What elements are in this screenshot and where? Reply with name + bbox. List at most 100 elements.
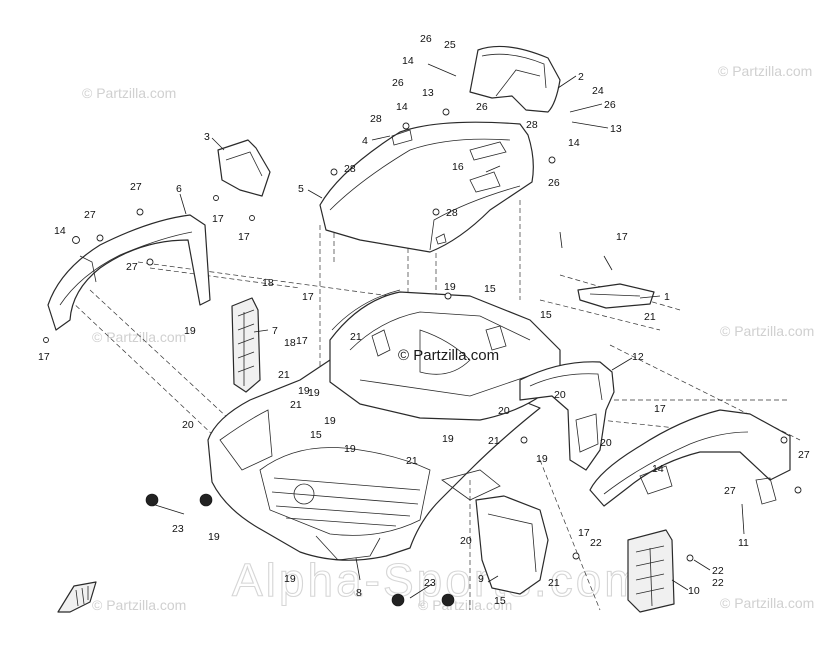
grommet-23-left-a <box>145 493 159 507</box>
part-12-right-fender <box>519 361 615 471</box>
callout-26-c: 26 <box>476 101 488 113</box>
callout-13-top: 13 <box>422 87 434 99</box>
callout-17-c: 17 <box>616 231 628 243</box>
callout-28-b: 28 <box>526 119 538 131</box>
callout-21-g: 21 <box>290 399 302 411</box>
callout-22-a: 22 <box>590 537 602 549</box>
watermark-top-right: © Partzilla.com <box>718 63 812 79</box>
callout-22-b: 22 <box>712 565 724 577</box>
callout-18-b: 18 <box>284 337 296 349</box>
clip-27-d <box>780 436 788 444</box>
callout-28-a: 28 <box>370 113 382 125</box>
callout-labels: 1 2 3 4 5 6 7 8 9 10 11 12 13 13 14 14 1… <box>38 33 810 607</box>
callout-27-c: 27 <box>126 261 138 273</box>
callout-19-g: 19 <box>536 453 548 465</box>
callout-14-mid: 14 <box>396 101 408 113</box>
part-11-right-long-fender <box>589 409 791 507</box>
callout-15-top: 15 <box>484 283 496 295</box>
callout-21-d: 21 <box>488 435 500 447</box>
grommet-23-left-b <box>199 493 213 507</box>
callout-2: 2 <box>578 71 584 83</box>
callout-20-e: 20 <box>498 405 510 417</box>
callout-26-a: 26 <box>420 33 432 45</box>
clip-26-a <box>442 108 450 116</box>
callout-17-a: 17 <box>212 213 224 225</box>
callout-23-left: 23 <box>172 523 184 535</box>
watermark-layer: © Partzilla.com © Partzilla.com © Partzi… <box>82 63 814 613</box>
callout-12: 12 <box>632 351 644 363</box>
callout-26-e: 26 <box>548 177 560 189</box>
callout-21-f: 21 <box>548 577 560 589</box>
callout-6: 6 <box>176 183 182 195</box>
callout-17-b: 17 <box>238 231 250 243</box>
callout-20-c: 20 <box>600 437 612 449</box>
callout-4: 4 <box>362 135 368 147</box>
callout-11: 11 <box>738 537 749 549</box>
callout-15-bottom: 15 <box>494 595 506 607</box>
callout-17-e: 17 <box>38 351 50 363</box>
callout-27-e: 27 <box>724 485 736 497</box>
callout-27-d: 27 <box>798 449 810 461</box>
clip-17-c <box>43 337 49 343</box>
watermark-top-left: © Partzilla.com <box>82 85 176 101</box>
clip-22-b <box>686 554 694 562</box>
callout-27-a: 27 <box>130 181 142 193</box>
callout-19-f: 19 <box>442 433 454 445</box>
clip-27-a <box>136 208 144 216</box>
watermark-mid-right: © Partzilla.com <box>720 323 814 339</box>
callout-28-d: 28 <box>446 207 458 219</box>
callout-17-g: 17 <box>654 403 666 415</box>
callout-19-c: 19 <box>308 387 320 399</box>
part-7-left-grille <box>231 297 261 393</box>
callout-21-a: 21 <box>350 331 362 343</box>
part-10-right-grille <box>627 529 675 613</box>
callout-10: 10 <box>688 585 700 597</box>
watermark-bottom-right: © Partzilla.com <box>720 595 814 611</box>
callout-26-b: 26 <box>392 77 404 89</box>
callout-14-top: 14 <box>402 55 414 67</box>
callout-19-b: 19 <box>184 325 196 337</box>
callout-20-d: 20 <box>460 535 472 547</box>
watermark-mid-left: © Partzilla.com <box>92 329 186 345</box>
callout-22-c: 22 <box>712 577 724 589</box>
callout-26-d: 26 <box>604 99 616 111</box>
clip-19-a <box>444 292 452 300</box>
callout-17-h: 17 <box>578 527 590 539</box>
callout-5: 5 <box>298 183 304 195</box>
callout-17-d: 17 <box>302 291 314 303</box>
clip-17-b <box>249 215 255 221</box>
part-5-hood <box>319 121 534 253</box>
callout-13-right: 13 <box>610 123 622 135</box>
corner-arrow-emblem <box>57 581 97 613</box>
part-6-left-fender <box>47 214 211 331</box>
clip-26-b <box>548 156 556 164</box>
callout-24: 24 <box>592 85 604 97</box>
watermark-center: © Partzilla.com <box>398 347 499 364</box>
part-2-upper-cover <box>469 45 561 113</box>
callout-17-f: 17 <box>296 335 308 347</box>
callout-16: 16 <box>452 161 464 173</box>
callout-23-bottom: 23 <box>424 577 436 589</box>
callout-7: 7 <box>272 325 278 337</box>
callout-21-c: 21 <box>278 369 290 381</box>
callout-15-left: 15 <box>310 429 322 441</box>
callout-18-a: 18 <box>262 277 274 289</box>
clip-27-b <box>96 234 104 242</box>
watermark-bottom-left: © Partzilla.com <box>92 597 186 613</box>
grommet-23-bottom-a <box>391 593 405 607</box>
leader-lines <box>151 63 745 599</box>
fasteners <box>43 108 802 607</box>
callout-25: 25 <box>444 39 456 51</box>
callout-20-b: 20 <box>554 389 566 401</box>
clip-22-a <box>572 552 580 560</box>
clip-28-a <box>402 122 410 130</box>
clip-14-left <box>72 236 80 244</box>
callout-21-b: 21 <box>644 311 656 323</box>
callout-19-j: 19 <box>298 385 310 397</box>
callout-19-i: 19 <box>284 573 296 585</box>
callout-28-c: 28 <box>344 163 356 175</box>
callout-14-fender: 14 <box>652 463 664 475</box>
watermark-alpha-sports: Alpha-Sports.com <box>232 554 646 606</box>
clip-27-e <box>794 486 802 494</box>
